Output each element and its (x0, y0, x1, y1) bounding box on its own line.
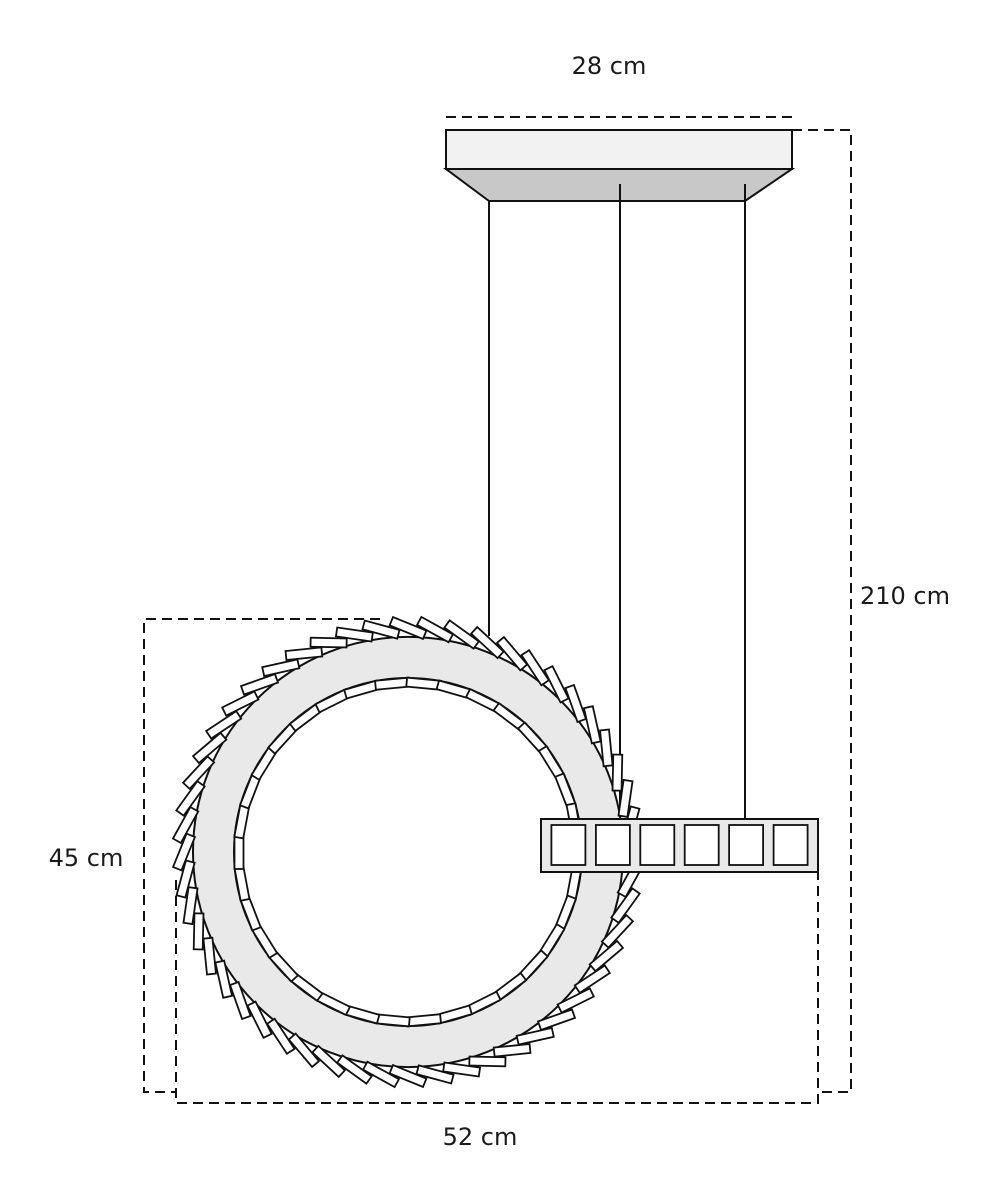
outer-crystal (617, 778, 634, 818)
outer-crystal (334, 626, 374, 643)
total-height-guide (792, 129, 852, 1093)
outer-crystal (311, 1044, 347, 1079)
outer-crystal (246, 1000, 273, 1040)
bar-crystal-cell (772, 824, 809, 866)
outer-crystal (515, 1026, 555, 1046)
outer-crystal (175, 779, 206, 817)
outer-crystal (582, 705, 602, 745)
outer-crystal (468, 1055, 507, 1068)
canopy-width-label: 28 cm (572, 52, 647, 80)
ring-height-label: 45 cm (49, 844, 124, 872)
outer-crystal (182, 886, 199, 926)
outer-crystal (492, 1043, 532, 1058)
outer-crystal (287, 1032, 321, 1069)
inner-crystal (405, 1013, 442, 1028)
inner-crystal (374, 1013, 411, 1028)
outer-crystal (284, 646, 324, 661)
outer-crystal (564, 683, 588, 724)
outer-crystal (181, 755, 216, 791)
outer-crystal (361, 619, 401, 640)
outer-crystal (191, 731, 228, 765)
ring-inner-crystals (233, 676, 583, 1028)
outer-crystal (415, 615, 455, 644)
inner-crystal (233, 834, 245, 870)
outer-crystal (228, 980, 252, 1021)
total-height-label: 210 cm (860, 582, 950, 610)
outer-crystal (175, 859, 196, 899)
outer-crystal (588, 939, 625, 973)
outer-crystal (202, 936, 217, 976)
outer-crystal (599, 728, 614, 768)
outer-crystal (171, 832, 197, 872)
outer-crystal (495, 635, 529, 672)
total-width-label: 52 cm (443, 1123, 518, 1151)
outer-crystal (388, 615, 428, 641)
ring-outer-crystals (171, 615, 645, 1089)
outer-crystal (265, 1017, 296, 1056)
outer-crystal (442, 1061, 482, 1078)
bar-crystal-cell (595, 824, 631, 866)
outer-crystal (335, 1054, 373, 1085)
outer-crystal (192, 912, 205, 951)
outer-crystal (610, 887, 641, 925)
outer-crystal (204, 709, 243, 740)
outer-crystal (261, 658, 301, 678)
outer-crystal (556, 987, 596, 1014)
bar-crystal-cell (639, 824, 676, 866)
outer-crystal (611, 753, 624, 792)
outer-crystal (469, 625, 505, 660)
crystal-bar-cells (550, 824, 809, 866)
outer-crystal (361, 1060, 401, 1089)
outer-crystal (520, 648, 551, 687)
bar-crystal-cell (550, 824, 587, 866)
outer-crystal (536, 1008, 577, 1032)
outer-crystal (600, 913, 635, 949)
outer-crystal (443, 619, 481, 650)
outer-crystal (220, 690, 260, 717)
bar-crystal-cell (728, 824, 764, 866)
outer-crystal (214, 959, 234, 999)
ring-height-guide (143, 618, 380, 1093)
outer-crystal (543, 664, 570, 704)
outer-crystal (309, 636, 348, 649)
crystal-bar (540, 818, 819, 873)
canopy-plate (445, 129, 793, 170)
inner-crystal (374, 676, 411, 691)
outer-crystal (573, 964, 612, 995)
inner-crystal (405, 676, 442, 691)
bar-crystal-cell (683, 824, 720, 866)
total-width-guide (175, 873, 819, 1104)
outer-crystal (239, 672, 280, 696)
outer-crystal (415, 1064, 455, 1085)
outer-crystal (171, 805, 200, 845)
outer-crystal (388, 1063, 428, 1089)
